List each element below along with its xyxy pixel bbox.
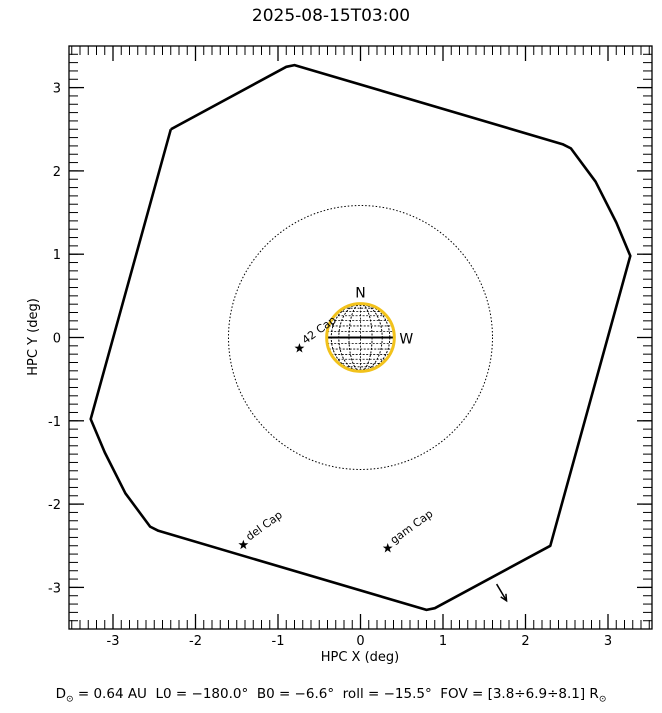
fov-outline [89,63,632,612]
footer-parameters: = 0.64 AU L0 = −180.0° B0 = −6.6° roll =… [73,686,599,702]
footer-sun-subscript-1: ⊙ [66,694,74,705]
west-label: W [399,332,413,348]
y-tick-label: -1 [48,415,61,430]
y-tick-label: -3 [48,581,61,596]
x-tick-label: 0 [356,634,364,649]
star-label: del Cap [243,508,284,543]
star-icon [294,343,305,353]
y-tick-label: 1 [53,248,61,263]
north-label: N [355,286,365,302]
x-tick-label: -1 [272,634,285,649]
y-axis-label: HPC Y (deg) [26,298,41,376]
plot-title: 2025-08-15T03:00 [251,6,411,26]
sun-longitude-line [338,303,383,372]
footer-d-symbol: D [55,686,67,702]
x-axis-label: HPC X (deg) [321,650,400,665]
direction-arrow-icon [495,583,508,603]
tick-labels: -3 -2 -1 0 1 2 3 -3 -2 -1 0 1 2 3 [48,82,612,649]
major-ticks [69,46,652,629]
sun-limb [325,302,396,373]
y-tick-label: 3 [53,82,61,97]
y-tick-label: 0 [53,332,61,347]
footer-sun-subscript-2: ⊙ [598,694,607,705]
star-icon [238,539,249,550]
y-tick-label: 2 [53,165,61,180]
x-tick-label: -3 [107,634,120,649]
arrow-shaft [495,583,508,602]
x-tick-label: 3 [604,634,612,649]
star-label: gam Cap [388,507,436,547]
footer-info: D⊙ = 0.64 AU L0 = −180.0° B0 = −6.6° rol… [0,686,662,705]
arrow-head [500,593,508,603]
x-tick-label: 1 [439,634,447,649]
dotted-circle [228,205,493,470]
sun-disk [325,302,396,373]
x-tick-label: 2 [521,634,529,649]
star-icon [382,543,393,553]
y-tick-label: -2 [48,498,61,513]
heliocentric-plot: -3 -2 -1 0 1 2 3 -3 -2 -1 0 1 2 3 HPC X (deg) HPC Y (… [26,45,653,665]
x-tick-label: -2 [189,634,202,649]
